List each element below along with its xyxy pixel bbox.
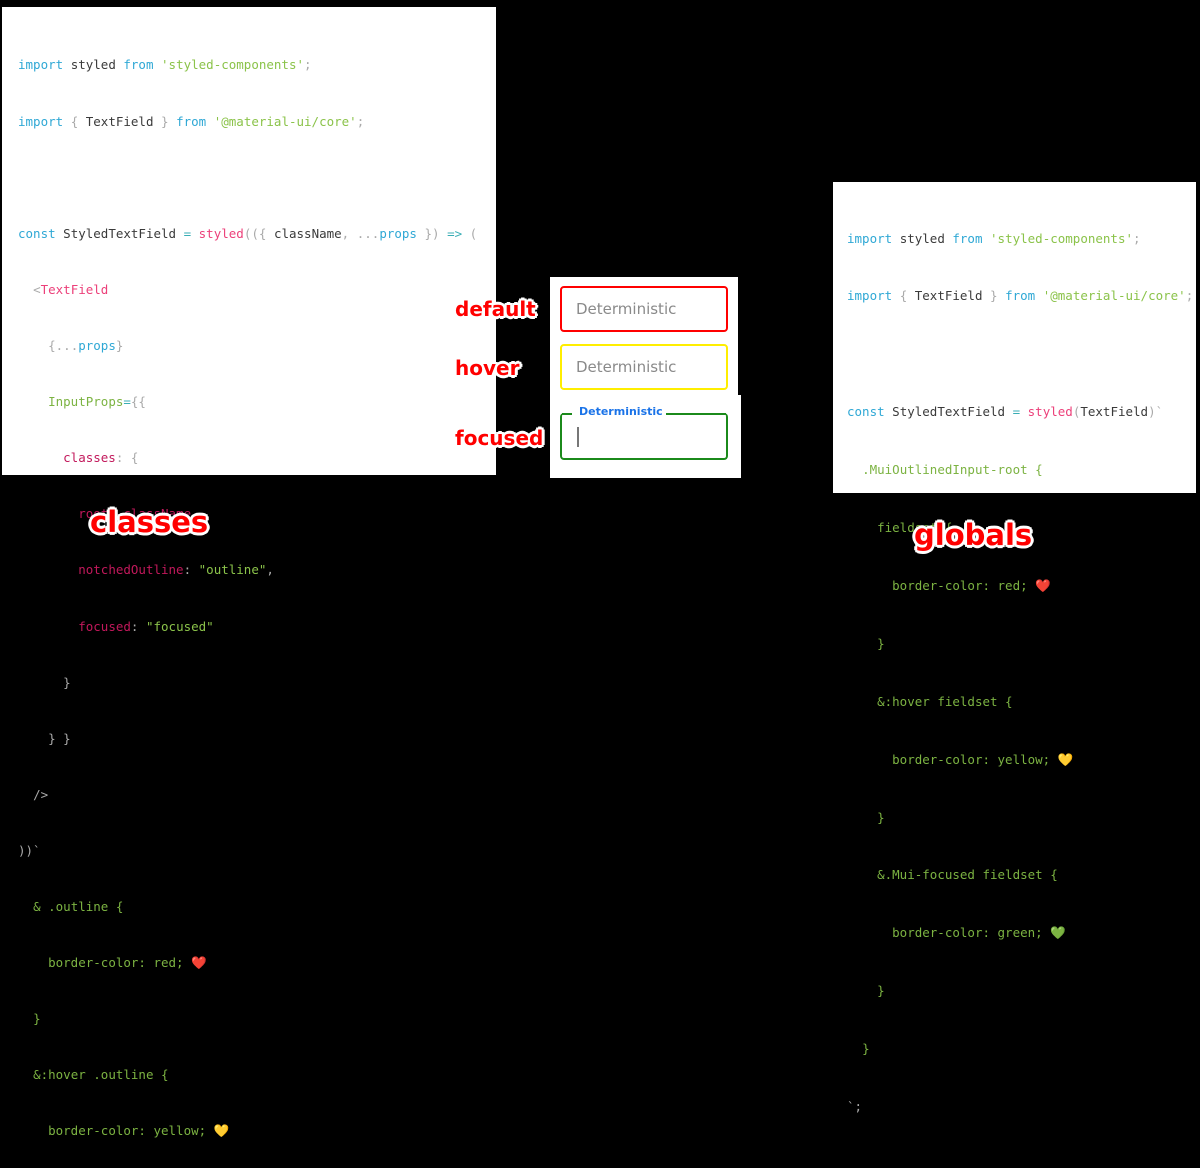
code-line: /> bbox=[33, 786, 49, 802]
code-line bbox=[847, 344, 1193, 363]
code-line: import { TextField } from '@material-ui/… bbox=[18, 113, 365, 129]
code-line: border-color: yellow; 💛 bbox=[48, 1123, 230, 1139]
code-line: .MuiOutlinedInput-root { bbox=[862, 462, 1043, 478]
code-line: import { TextField } from '@material-ui/… bbox=[847, 288, 1194, 304]
code-line: } bbox=[877, 635, 885, 651]
code-line: &:hover fieldset { bbox=[877, 693, 1013, 709]
code-line: &.Mui-focused fieldset { bbox=[877, 867, 1058, 883]
left-code-block: import styled from 'styled-components'; … bbox=[18, 19, 477, 1168]
code-line: border-color: green; 💚 bbox=[892, 925, 1066, 941]
state-label-focused: focused bbox=[455, 426, 544, 450]
state-label-default: default bbox=[455, 297, 536, 321]
code-line: } bbox=[862, 1041, 870, 1057]
code-line: } bbox=[877, 809, 885, 825]
state-label-hover: hover bbox=[455, 356, 520, 380]
right-code-panel: import styled from 'styled-components'; … bbox=[833, 182, 1196, 1114]
code-line: border-color: yellow; 💛 bbox=[892, 751, 1074, 767]
textfield-focused-label: Deterministic bbox=[576, 404, 666, 420]
text-caret bbox=[577, 427, 579, 447]
code-line: <TextField bbox=[33, 281, 109, 297]
textfield-hover-value: Deterministic bbox=[576, 358, 677, 376]
code-line: root: className, bbox=[78, 506, 199, 522]
left-code-panel: import styled from 'styled-components'; … bbox=[2, 7, 496, 1138]
code-line: focused: "focused" bbox=[78, 618, 214, 634]
notch-right-segment bbox=[658, 413, 726, 415]
code-line: classes: { bbox=[63, 450, 139, 466]
right-panel-caption: globals bbox=[914, 518, 1033, 552]
code-line: {...props} bbox=[48, 337, 124, 353]
code-line: border-color: red; ❤️ bbox=[48, 955, 207, 971]
code-line: ))` bbox=[18, 842, 41, 858]
code-line bbox=[18, 169, 477, 188]
code-line: } bbox=[33, 1011, 41, 1027]
code-line: } bbox=[63, 674, 71, 690]
textfield-default[interactable]: Deterministic bbox=[560, 286, 728, 332]
code-line: } } bbox=[48, 730, 71, 746]
code-line: &:hover .outline { bbox=[33, 1067, 169, 1083]
right-code-block: import styled from 'styled-components'; … bbox=[847, 190, 1193, 1155]
code-line: `; bbox=[847, 1098, 863, 1114]
textfield-focused[interactable]: Deterministic bbox=[560, 404, 728, 460]
code-line: const StyledTextField = styled(TextField… bbox=[847, 404, 1164, 420]
code-line: const StyledTextField = styled(({ classN… bbox=[18, 225, 478, 241]
left-panel-caption: classes bbox=[90, 505, 209, 539]
code-line: border-color: red; ❤️ bbox=[892, 577, 1051, 593]
code-line: } bbox=[877, 983, 885, 999]
code-line: import styled from 'styled-components'; bbox=[847, 230, 1141, 246]
textfield-default-value: Deterministic bbox=[576, 300, 677, 318]
code-line: & .outline { bbox=[33, 899, 124, 915]
textfield-hover[interactable]: Deterministic bbox=[560, 344, 728, 390]
code-line: notchedOutline: "outline", bbox=[78, 562, 274, 578]
notch-left-segment bbox=[562, 413, 572, 415]
code-line: import styled from 'styled-components'; bbox=[18, 57, 312, 73]
code-line: fieldset { bbox=[877, 520, 953, 536]
code-line: InputProps={{ bbox=[48, 394, 146, 410]
